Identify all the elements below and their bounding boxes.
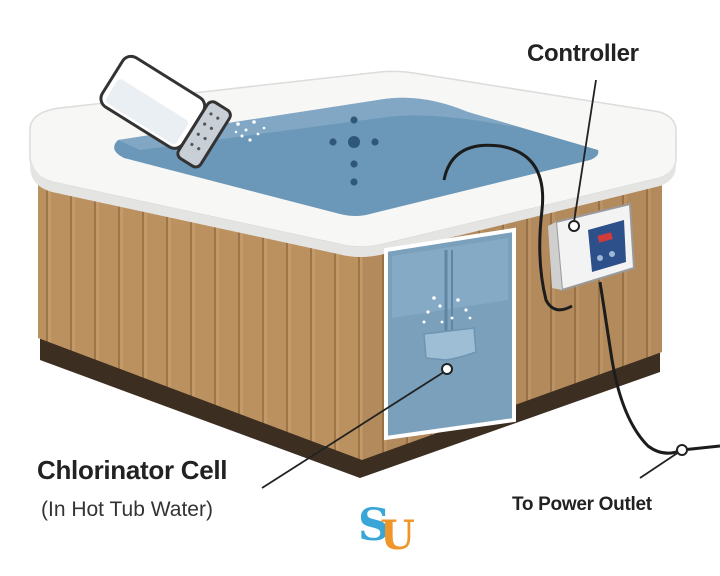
chlorinator-cell-note: (In Hot Tub Water) [41,498,213,521]
salt-particles [234,120,266,142]
leader-dots [441,363,688,456]
leader-lines [261,79,683,489]
power-outlet-label: To Power Outlet [512,494,652,515]
controller-label: Controller [527,40,639,67]
jet-icon [329,116,379,186]
logo-letter-s: S [358,500,390,551]
chlorinator-cell-label: Chlorinator Cell [37,455,228,485]
logo-icon: S U [356,500,422,559]
logo-letter-u: U [380,512,415,559]
controller-device-icon [548,202,636,292]
cable [442,143,720,455]
chlorinator-cell-icon [422,250,477,361]
salt-shaker-icon [99,54,232,169]
